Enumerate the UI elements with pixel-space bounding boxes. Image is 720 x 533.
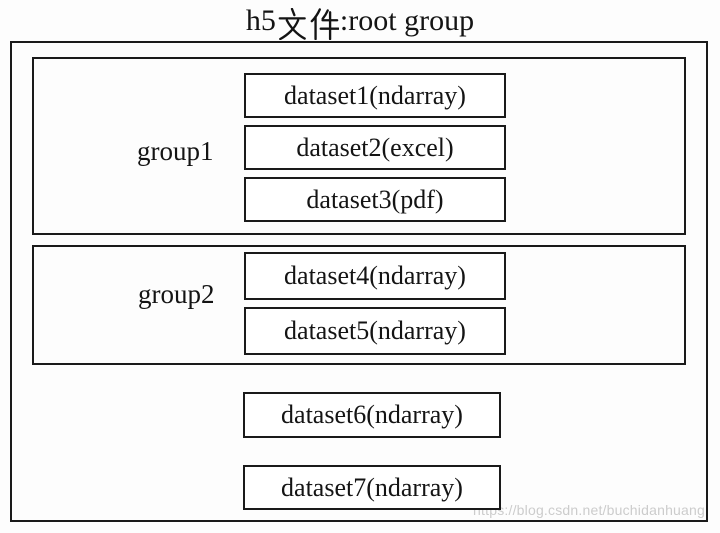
hanzi-wen-icon [278,7,306,40]
dataset-box: dataset1(ndarray) [244,73,506,118]
dataset-box: dataset3(pdf) [244,177,506,222]
watermark: https://blog.csdn.net/buchidanhuang [473,502,705,518]
group1-datasets: dataset1(ndarray) dataset2(excel) datase… [244,73,506,222]
dataset-box: dataset4(ndarray) [244,252,506,300]
title-suffix: :root group [339,3,475,37]
group1-label: group1 [137,136,214,166]
group2-label: group2 [138,279,215,309]
diagram-title: h5 :root group [0,0,720,41]
group2-datasets: dataset4(ndarray) dataset5(ndarray) [244,252,506,355]
dataset-box: dataset7(ndarray) [243,465,501,510]
dataset-box: dataset2(excel) [244,125,506,170]
hanzi-jian-icon [310,7,339,40]
root-group-box: group1 dataset1(ndarray) dataset2(excel)… [10,41,708,522]
dataset-box: dataset6(ndarray) [243,392,501,438]
group1-box: group1 dataset1(ndarray) dataset2(excel)… [32,57,686,235]
dataset-box: dataset5(ndarray) [244,307,506,355]
group2-box: group2 dataset4(ndarray) dataset5(ndarra… [32,245,686,365]
title-prefix: h5 [245,3,276,37]
